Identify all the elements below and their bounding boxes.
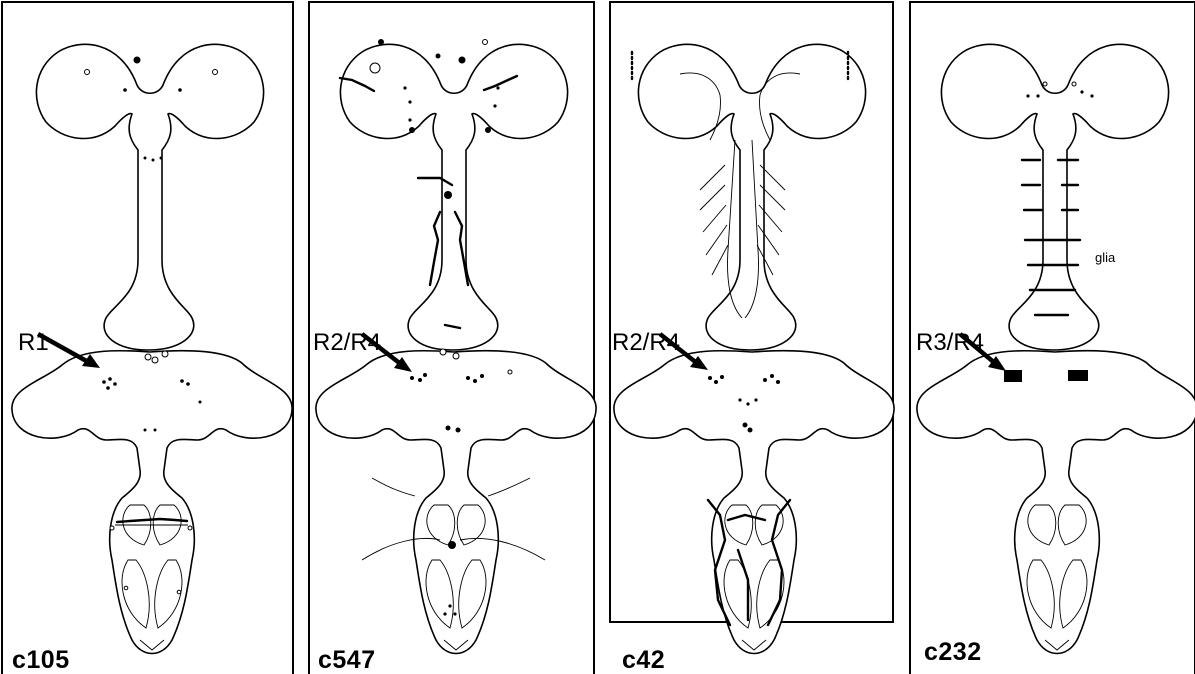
arrow-label-c105: R1 <box>18 329 49 356</box>
larval-brain-c232 <box>941 44 1168 350</box>
adult-brain-c232 <box>917 351 1195 654</box>
arrow-label-c232: R3/R4 <box>916 329 984 356</box>
annotation-glia: glia <box>1095 250 1116 265</box>
larval-brain-c105 <box>36 44 263 350</box>
adult-brain-c105 <box>12 351 292 654</box>
adult-brain-c547 <box>316 351 596 654</box>
panel-label-c547: c547 <box>318 646 376 674</box>
adult-brain-c42 <box>614 351 894 654</box>
panel-label-c42: c42 <box>622 646 665 674</box>
panel-c105 <box>12 44 292 653</box>
panel-label-c105: c105 <box>12 646 70 674</box>
panel-label-c232: c232 <box>924 638 982 666</box>
larval-brain-c42 <box>638 44 865 350</box>
